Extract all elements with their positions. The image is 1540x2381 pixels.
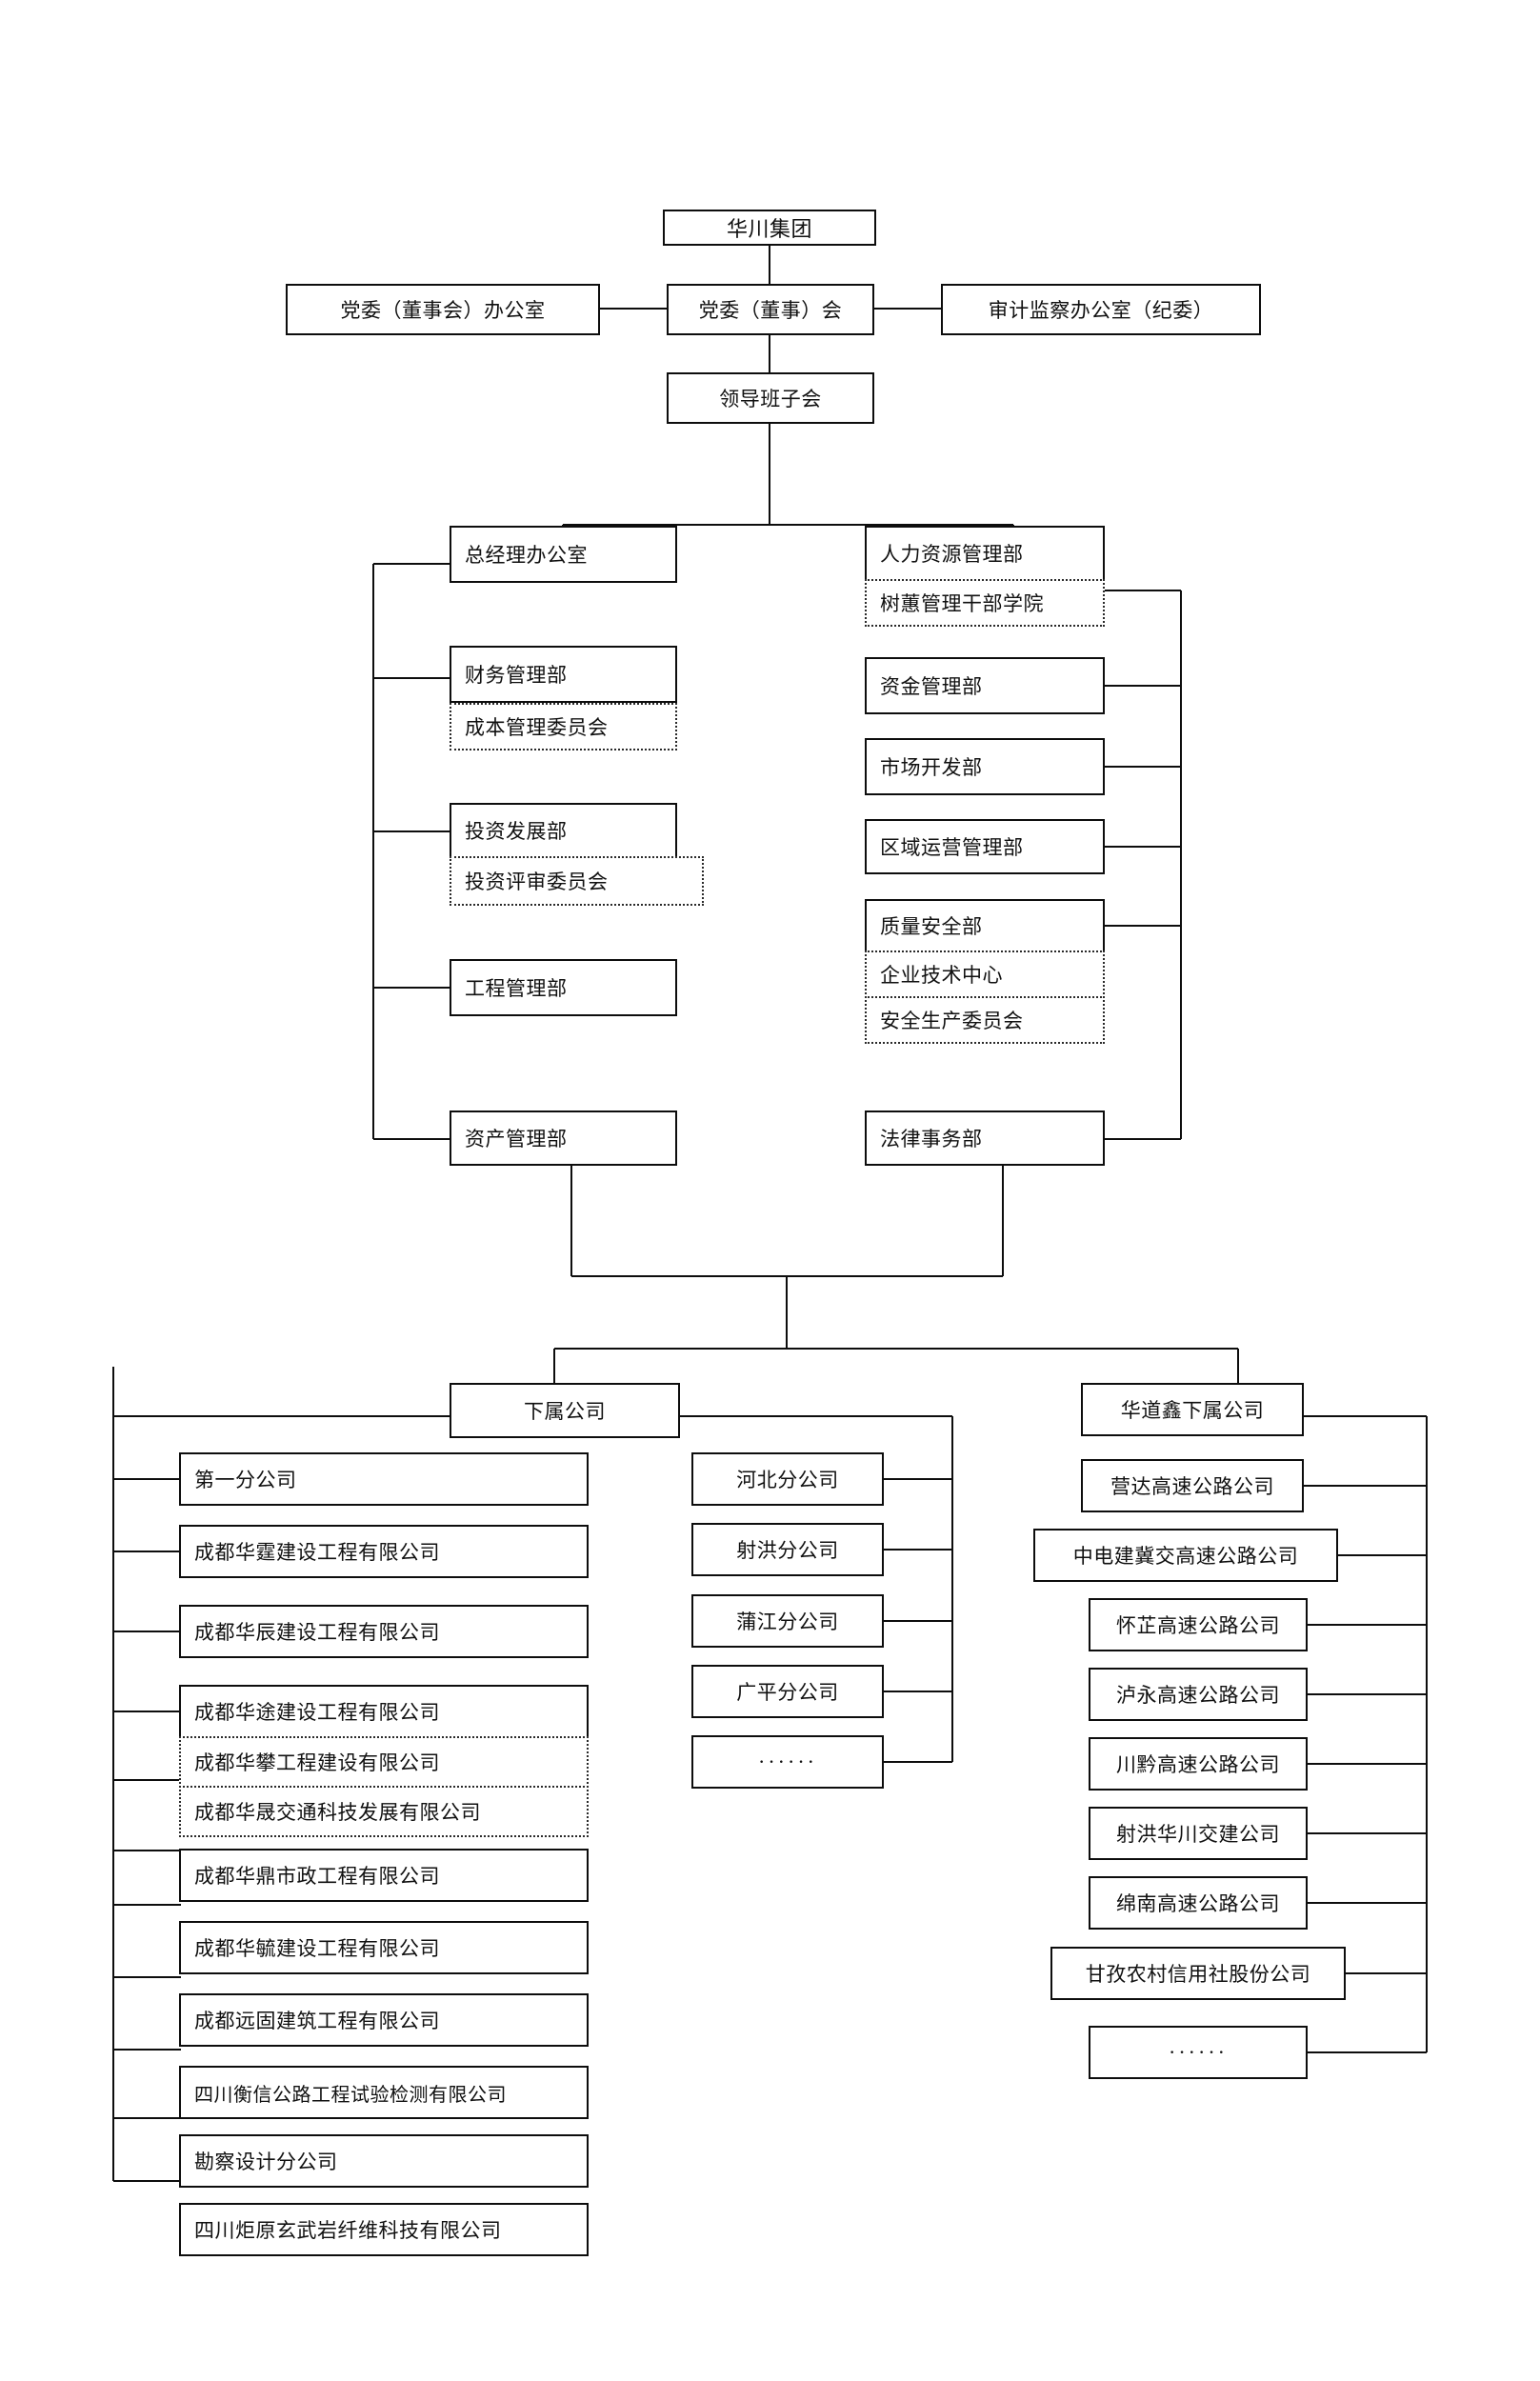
- node-label: 审计监察办公室（纪委）: [988, 299, 1214, 322]
- node-right-dept-4[interactable]: 区域运营管理部: [865, 819, 1105, 874]
- node-huadaoxin-2[interactable]: 怀芷高速公路公司: [1089, 1598, 1308, 1651]
- node-label: ······: [758, 1750, 817, 1773]
- node-right-dept-5[interactable]: 质量安全部: [865, 899, 1105, 952]
- node-label: 市场开发部: [880, 756, 983, 779]
- node-label: 中电建冀交高速公路公司: [1072, 1545, 1299, 1568]
- node-subsidiary-a-0[interactable]: 第一分公司: [179, 1452, 589, 1506]
- node-left-dept-0[interactable]: 总经理办公室: [450, 526, 677, 583]
- node-label: 华道鑫下属公司: [1120, 1399, 1265, 1422]
- node-subsidiary-a-2[interactable]: 成都华辰建设工程有限公司: [179, 1605, 589, 1658]
- node-label: 泸永高速公路公司: [1116, 1684, 1280, 1707]
- node-right-dept-7[interactable]: 安全生产委员会: [865, 996, 1105, 1044]
- node-label: 四川炬原玄武岩纤维科技有限公司: [194, 2219, 502, 2242]
- node-subsidiary-a-9[interactable]: 四川衡信公路工程试验检测有限公司: [179, 2066, 589, 2119]
- node-label: 怀芷高速公路公司: [1116, 1614, 1280, 1637]
- node-label: 树蕙管理干部学院: [880, 592, 1044, 615]
- node-left-dept-1[interactable]: 财务管理部: [450, 646, 677, 703]
- node-label: 质量安全部: [880, 915, 983, 938]
- node-subsidiary-a-11[interactable]: 四川炬原玄武岩纤维科技有限公司: [179, 2203, 589, 2256]
- node-subsidiary-b-1[interactable]: 射洪分公司: [691, 1523, 884, 1576]
- node-subsidiary-a-5[interactable]: 成都华晟交通科技发展有限公司: [179, 1786, 589, 1837]
- node-label: 投资评审委员会: [465, 870, 609, 893]
- node-right-dept-8[interactable]: 法律事务部: [865, 1110, 1105, 1166]
- node-party-office[interactable]: 党委（董事会）办公室: [286, 284, 600, 335]
- node-label: 广平分公司: [736, 1681, 839, 1704]
- node-label: 第一分公司: [194, 1469, 297, 1491]
- node-label: 下属公司: [524, 1400, 606, 1423]
- node-subsidiary-a-7[interactable]: 成都华毓建设工程有限公司: [179, 1921, 589, 1974]
- node-label: 工程管理部: [465, 977, 568, 1000]
- node-left-dept-5[interactable]: 工程管理部: [450, 959, 677, 1016]
- node-label: 蒲江分公司: [736, 1611, 839, 1633]
- node-label: 成都华毓建设工程有限公司: [194, 1937, 440, 1960]
- node-label: 人力资源管理部: [880, 543, 1024, 566]
- node-group-root[interactable]: 华川集团: [663, 210, 876, 246]
- node-huadaoxin-7[interactable]: 甘孜农村信用社股份公司: [1050, 1947, 1346, 2000]
- node-label: 成都华晟交通科技发展有限公司: [194, 1801, 481, 1824]
- node-subsidiary-a-4[interactable]: 成都华攀工程建设有限公司: [179, 1736, 589, 1788]
- node-label: 企业技术中心: [880, 964, 1003, 987]
- node-label: 安全生产委员会: [880, 1010, 1024, 1032]
- node-subsidiary-b-3[interactable]: 广平分公司: [691, 1665, 884, 1718]
- node-subsidiaries-header[interactable]: 下属公司: [450, 1383, 680, 1438]
- node-left-dept-3[interactable]: 投资发展部: [450, 803, 677, 858]
- node-label: 川黔高速公路公司: [1116, 1753, 1280, 1776]
- node-party-committee[interactable]: 党委（董事）会: [667, 284, 874, 335]
- node-subsidiary-a-3[interactable]: 成都华途建设工程有限公司: [179, 1685, 589, 1738]
- node-right-dept-6[interactable]: 企业技术中心: [865, 950, 1105, 998]
- node-huadaoxin-5[interactable]: 射洪华川交建公司: [1089, 1807, 1308, 1860]
- node-left-dept-2[interactable]: 成本管理委员会: [450, 703, 677, 750]
- node-label: 甘孜农村信用社股份公司: [1085, 1963, 1311, 1986]
- node-huadaoxin-header[interactable]: 华道鑫下属公司: [1081, 1383, 1304, 1436]
- node-huadaoxin-6[interactable]: 绵南高速公路公司: [1089, 1876, 1308, 1930]
- node-subsidiary-a-6[interactable]: 成都华鼎市政工程有限公司: [179, 1849, 589, 1902]
- node-subsidiary-b-2[interactable]: 蒲江分公司: [691, 1594, 884, 1648]
- node-label: 财务管理部: [465, 664, 568, 687]
- node-huadaoxin-8[interactable]: ······: [1089, 2026, 1308, 2079]
- node-right-dept-1[interactable]: 树蕙管理干部学院: [865, 579, 1105, 627]
- node-label: 河北分公司: [736, 1469, 839, 1491]
- node-huadaoxin-1[interactable]: 中电建冀交高速公路公司: [1033, 1529, 1338, 1582]
- node-label: 成都远固建筑工程有限公司: [194, 2010, 440, 2032]
- node-label: 成本管理委员会: [465, 716, 609, 739]
- node-subsidiary-b-0[interactable]: 河北分公司: [691, 1452, 884, 1506]
- node-label: 勘察设计分公司: [194, 2151, 338, 2173]
- node-label: 绵南高速公路公司: [1116, 1892, 1280, 1915]
- node-label: 资产管理部: [465, 1128, 568, 1150]
- node-left-dept-6[interactable]: 资产管理部: [450, 1110, 677, 1166]
- node-label: 区域运营管理部: [880, 836, 1024, 859]
- node-label: 领导班子会: [719, 388, 822, 410]
- node-label: 法律事务部: [880, 1128, 983, 1150]
- node-label: 射洪分公司: [736, 1539, 839, 1562]
- node-left-dept-4[interactable]: 投资评审委员会: [450, 856, 704, 906]
- node-label: 资金管理部: [880, 675, 983, 698]
- node-right-dept-2[interactable]: 资金管理部: [865, 657, 1105, 714]
- node-huadaoxin-3[interactable]: 泸永高速公路公司: [1089, 1668, 1308, 1721]
- node-label: 成都华辰建设工程有限公司: [194, 1621, 440, 1644]
- node-subsidiary-b-4[interactable]: ······: [691, 1735, 884, 1789]
- node-label: 党委（董事会）办公室: [340, 299, 546, 322]
- node-label: 成都华霆建设工程有限公司: [194, 1541, 440, 1564]
- node-label: 成都华攀工程建设有限公司: [194, 1751, 440, 1774]
- node-leadership-meeting[interactable]: 领导班子会: [667, 372, 874, 424]
- node-label: 总经理办公室: [465, 544, 588, 567]
- node-label: 营达高速公路公司: [1110, 1475, 1274, 1498]
- node-label: 党委（董事）会: [698, 299, 843, 322]
- node-right-dept-0[interactable]: 人力资源管理部: [865, 526, 1105, 581]
- node-subsidiary-a-1[interactable]: 成都华霆建设工程有限公司: [179, 1525, 589, 1578]
- node-subsidiary-a-10[interactable]: 勘察设计分公司: [179, 2134, 589, 2188]
- node-label: 射洪华川交建公司: [1116, 1823, 1280, 1846]
- node-label: 四川衡信公路工程试验检测有限公司: [194, 2084, 507, 2106]
- node-huadaoxin-0[interactable]: 营达高速公路公司: [1081, 1459, 1304, 1512]
- node-right-dept-3[interactable]: 市场开发部: [865, 738, 1105, 795]
- node-label: ······: [1169, 2040, 1228, 2064]
- node-label: 成都华鼎市政工程有限公司: [194, 1865, 440, 1888]
- node-subsidiary-a-8[interactable]: 成都远固建筑工程有限公司: [179, 1993, 589, 2047]
- node-label: 华川集团: [726, 217, 812, 241]
- node-audit-office[interactable]: 审计监察办公室（纪委）: [941, 284, 1261, 335]
- node-label: 成都华途建设工程有限公司: [194, 1701, 440, 1724]
- node-huadaoxin-4[interactable]: 川黔高速公路公司: [1089, 1737, 1308, 1791]
- node-label: 投资发展部: [465, 820, 568, 843]
